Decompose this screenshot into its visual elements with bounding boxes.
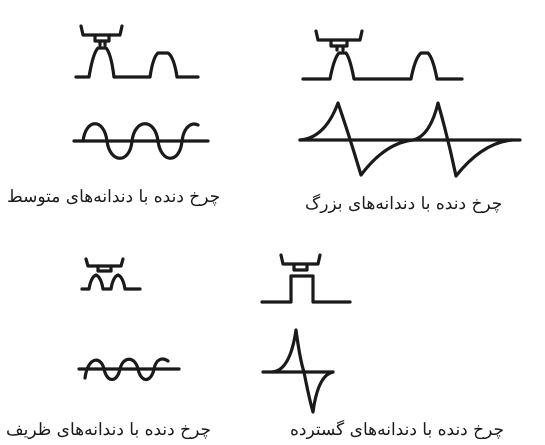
sensor-icon [314,29,364,52]
signal-waveform-large [298,101,514,178]
sensor-icon [84,257,125,273]
panel-large-teeth [298,29,522,178]
caption-large-teeth: چرخ دنده با دندانه‌های بزرگ [305,194,503,214]
signal-waveform-wide [270,328,335,414]
sensor-icon [79,24,124,47]
gear-teeth-profile-medium [74,46,200,79]
gear-teeth-profile-large [301,51,464,81]
signal-waveform-medium [81,122,200,160]
panel-fine-teeth [77,257,181,382]
gear-teeth-profile-wide [260,274,352,304]
caption-fine-teeth: چرخ دنده با دندانه‌های ظریف [6,420,212,440]
sensor-icon [279,253,322,272]
panel-medium-teeth [72,24,210,160]
caption-medium-teeth: چرخ دنده با دندانه‌های متوسط [7,187,221,207]
panel-wide-teeth [260,253,352,414]
signal-waveform-fine [83,357,170,382]
gear-teeth-profile-fine [80,273,142,291]
caption-wide-teeth: چرخ دنده با دندانه‌های گسترده [290,420,505,440]
